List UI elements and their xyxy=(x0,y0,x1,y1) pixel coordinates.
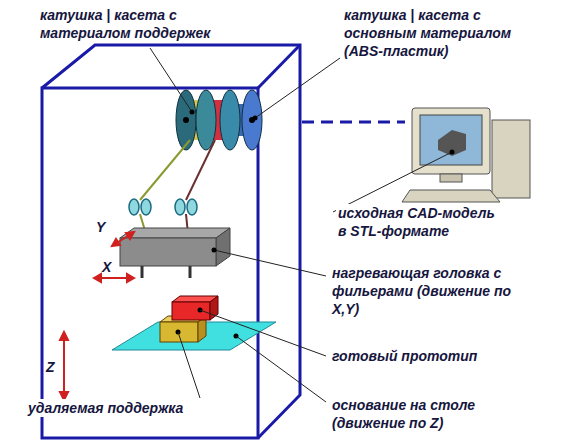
support-label: удаляемая поддержка xyxy=(26,399,202,417)
axis-label: Y xyxy=(94,218,107,236)
prototype xyxy=(160,296,239,342)
spool-label: катушка | касета с основным материалом (… xyxy=(342,6,528,60)
prototype-label: готовый прототип xyxy=(330,347,504,365)
axis-label: Z xyxy=(44,358,57,376)
platform-label: основание на столе (движение по Z) xyxy=(330,396,502,432)
source-label: исходная CAD-модель в STL-формате xyxy=(336,204,502,240)
housing-box xyxy=(42,45,300,438)
computer-icon xyxy=(402,108,530,202)
heating-head xyxy=(120,228,230,278)
axis-label: X xyxy=(100,258,113,276)
spool-label: катушка | касета с материалом поддержек xyxy=(38,6,247,42)
head-label: нагревающая головка с фильерами (движени… xyxy=(330,264,516,318)
